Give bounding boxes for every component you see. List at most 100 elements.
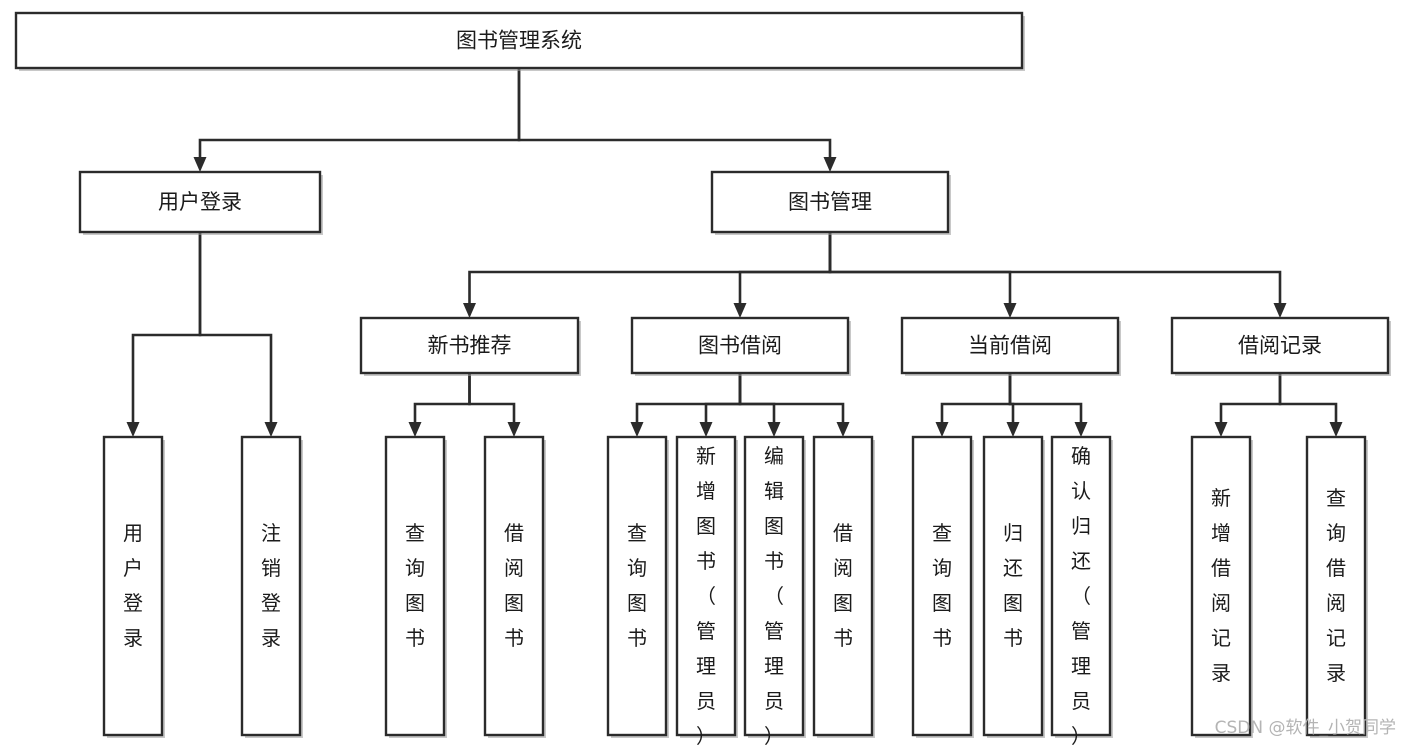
node-leaf-query-book-3[interactable]: 查询图书	[911, 435, 974, 738]
node-leaf-borrow-book-1[interactable]: 借阅图书	[483, 435, 546, 738]
edge-layer	[126, 68, 1343, 437]
connector-e-newbook-leaf1	[408, 373, 471, 437]
node-box[interactable]	[384, 435, 446, 737]
connector-line	[1278, 373, 1338, 422]
connector-e-bookborrow-leaf4	[738, 373, 850, 437]
node-label: 查询图书	[405, 521, 425, 650]
node-user-login[interactable]: 用户登录	[78, 170, 323, 235]
arrow-head-icon	[630, 422, 644, 437]
node-label: 编辑图书（管理员）	[764, 444, 784, 747]
node-box[interactable]	[743, 435, 805, 737]
node-label: 注销登录	[261, 521, 281, 650]
connector-e-root-userlogin	[193, 68, 521, 172]
node-box[interactable]	[102, 435, 164, 737]
node-label: 当前借阅	[968, 334, 1052, 358]
node-new-book-rec[interactable]: 新书推荐	[359, 316, 581, 376]
arrow-head-icon	[699, 422, 713, 437]
connector-e-bookborrow-leaf2	[699, 373, 742, 437]
node-box[interactable]	[1305, 435, 1367, 737]
connector-line	[468, 373, 516, 422]
connector-line	[198, 68, 521, 157]
node-label: 图书管理系统	[456, 29, 582, 53]
connector-line	[738, 373, 845, 422]
arrow-head-icon	[733, 303, 747, 318]
node-leaf-return-book[interactable]: 归还图书	[982, 435, 1045, 738]
node-box[interactable]	[911, 435, 973, 737]
connector-e-root-bookmanage	[517, 68, 837, 172]
node-book-manage[interactable]: 图书管理	[710, 170, 951, 235]
node-box[interactable]	[483, 435, 545, 737]
connector-e-borrowrecord-leaf1	[1214, 373, 1282, 437]
node-leaf-borrow-book-2[interactable]: 借阅图书	[812, 435, 875, 738]
node-leaf-logout[interactable]: 注销登录	[240, 435, 303, 738]
node-box[interactable]	[606, 435, 668, 737]
node-label: 借阅图书	[833, 521, 853, 650]
arrow-head-icon	[1273, 303, 1287, 318]
arrow-head-icon	[193, 157, 207, 172]
node-current-borrow[interactable]: 当前借阅	[900, 316, 1121, 376]
node-label: 查询借阅记录	[1326, 486, 1346, 685]
node-box[interactable]	[1170, 316, 1390, 375]
connector-line	[704, 373, 742, 422]
node-leaf-confirm-return[interactable]: 确认归还（管理员）	[1050, 435, 1113, 747]
node-label: 用户登录	[158, 190, 242, 214]
connector-e-borrowrecord-leaf2	[1278, 373, 1343, 437]
node-box[interactable]	[675, 435, 737, 737]
node-box[interactable]	[359, 316, 580, 375]
connector-line	[413, 373, 471, 422]
connector-line	[131, 232, 202, 422]
node-leaf-edit-book[interactable]: 编辑图书（管理员）	[743, 435, 806, 747]
node-box[interactable]	[812, 435, 874, 737]
node-box[interactable]	[14, 11, 1024, 70]
connector-line	[468, 232, 832, 303]
node-root[interactable]: 图书管理系统	[14, 11, 1025, 71]
connector-line	[940, 373, 1012, 422]
connector-e-userlogin-leaf1	[126, 232, 202, 437]
connector-line	[198, 232, 273, 422]
node-box[interactable]	[982, 435, 1044, 737]
node-leaf-query-book-1[interactable]: 查询图书	[384, 435, 447, 738]
node-box[interactable]	[630, 316, 850, 375]
node-book-borrow[interactable]: 图书借阅	[630, 316, 851, 376]
arrow-head-icon	[264, 422, 278, 437]
node-box[interactable]	[900, 316, 1120, 375]
node-leaf-add-book[interactable]: 新增图书（管理员）	[675, 435, 738, 747]
arrow-head-icon	[463, 303, 476, 318]
arrow-head-icon	[1329, 422, 1343, 437]
node-leaf-query-book-2[interactable]: 查询图书	[606, 435, 669, 738]
node-leaf-add-record[interactable]: 新增借阅记录	[1190, 435, 1253, 738]
connector-line	[828, 232, 1012, 303]
connector-line	[635, 373, 742, 422]
connector-line	[738, 373, 776, 422]
node-box[interactable]	[1190, 435, 1252, 737]
node-borrow-record[interactable]: 借阅记录	[1170, 316, 1391, 376]
arrow-head-icon	[1003, 303, 1017, 318]
arrow-head-icon	[507, 422, 521, 437]
arrow-head-icon	[1006, 422, 1020, 437]
arrow-head-icon	[767, 422, 781, 437]
node-label: 新增借阅记录	[1211, 486, 1231, 685]
node-box[interactable]	[710, 170, 950, 234]
node-layer: 图书管理系统用户登录图书管理新书推荐图书借阅当前借阅借阅记录用户登录注销登录查询…	[14, 11, 1391, 747]
connector-e-newbook-leaf2	[468, 373, 521, 437]
node-box[interactable]	[78, 170, 322, 234]
connector-line	[1008, 373, 1083, 422]
node-label: 借阅图书	[504, 521, 524, 650]
node-leaf-user-login[interactable]: 用户登录	[102, 435, 165, 738]
connector-e-userlogin-leaf2	[198, 232, 278, 437]
node-label: 查询图书	[932, 521, 952, 650]
connector-e-bookmanage-bookborrow	[733, 232, 832, 318]
arrow-head-icon	[1214, 422, 1228, 437]
connector-line	[1219, 373, 1282, 422]
node-box[interactable]	[1050, 435, 1112, 737]
arrow-head-icon	[823, 157, 837, 172]
connector-e-currentborrow-leaf1	[935, 373, 1012, 437]
node-box[interactable]	[240, 435, 302, 737]
arrow-head-icon	[408, 422, 422, 437]
arrow-head-icon	[836, 422, 850, 437]
node-label: 新书推荐	[428, 334, 512, 358]
node-leaf-query-record[interactable]: 查询借阅记录	[1305, 435, 1368, 738]
arrow-head-icon	[935, 422, 949, 437]
